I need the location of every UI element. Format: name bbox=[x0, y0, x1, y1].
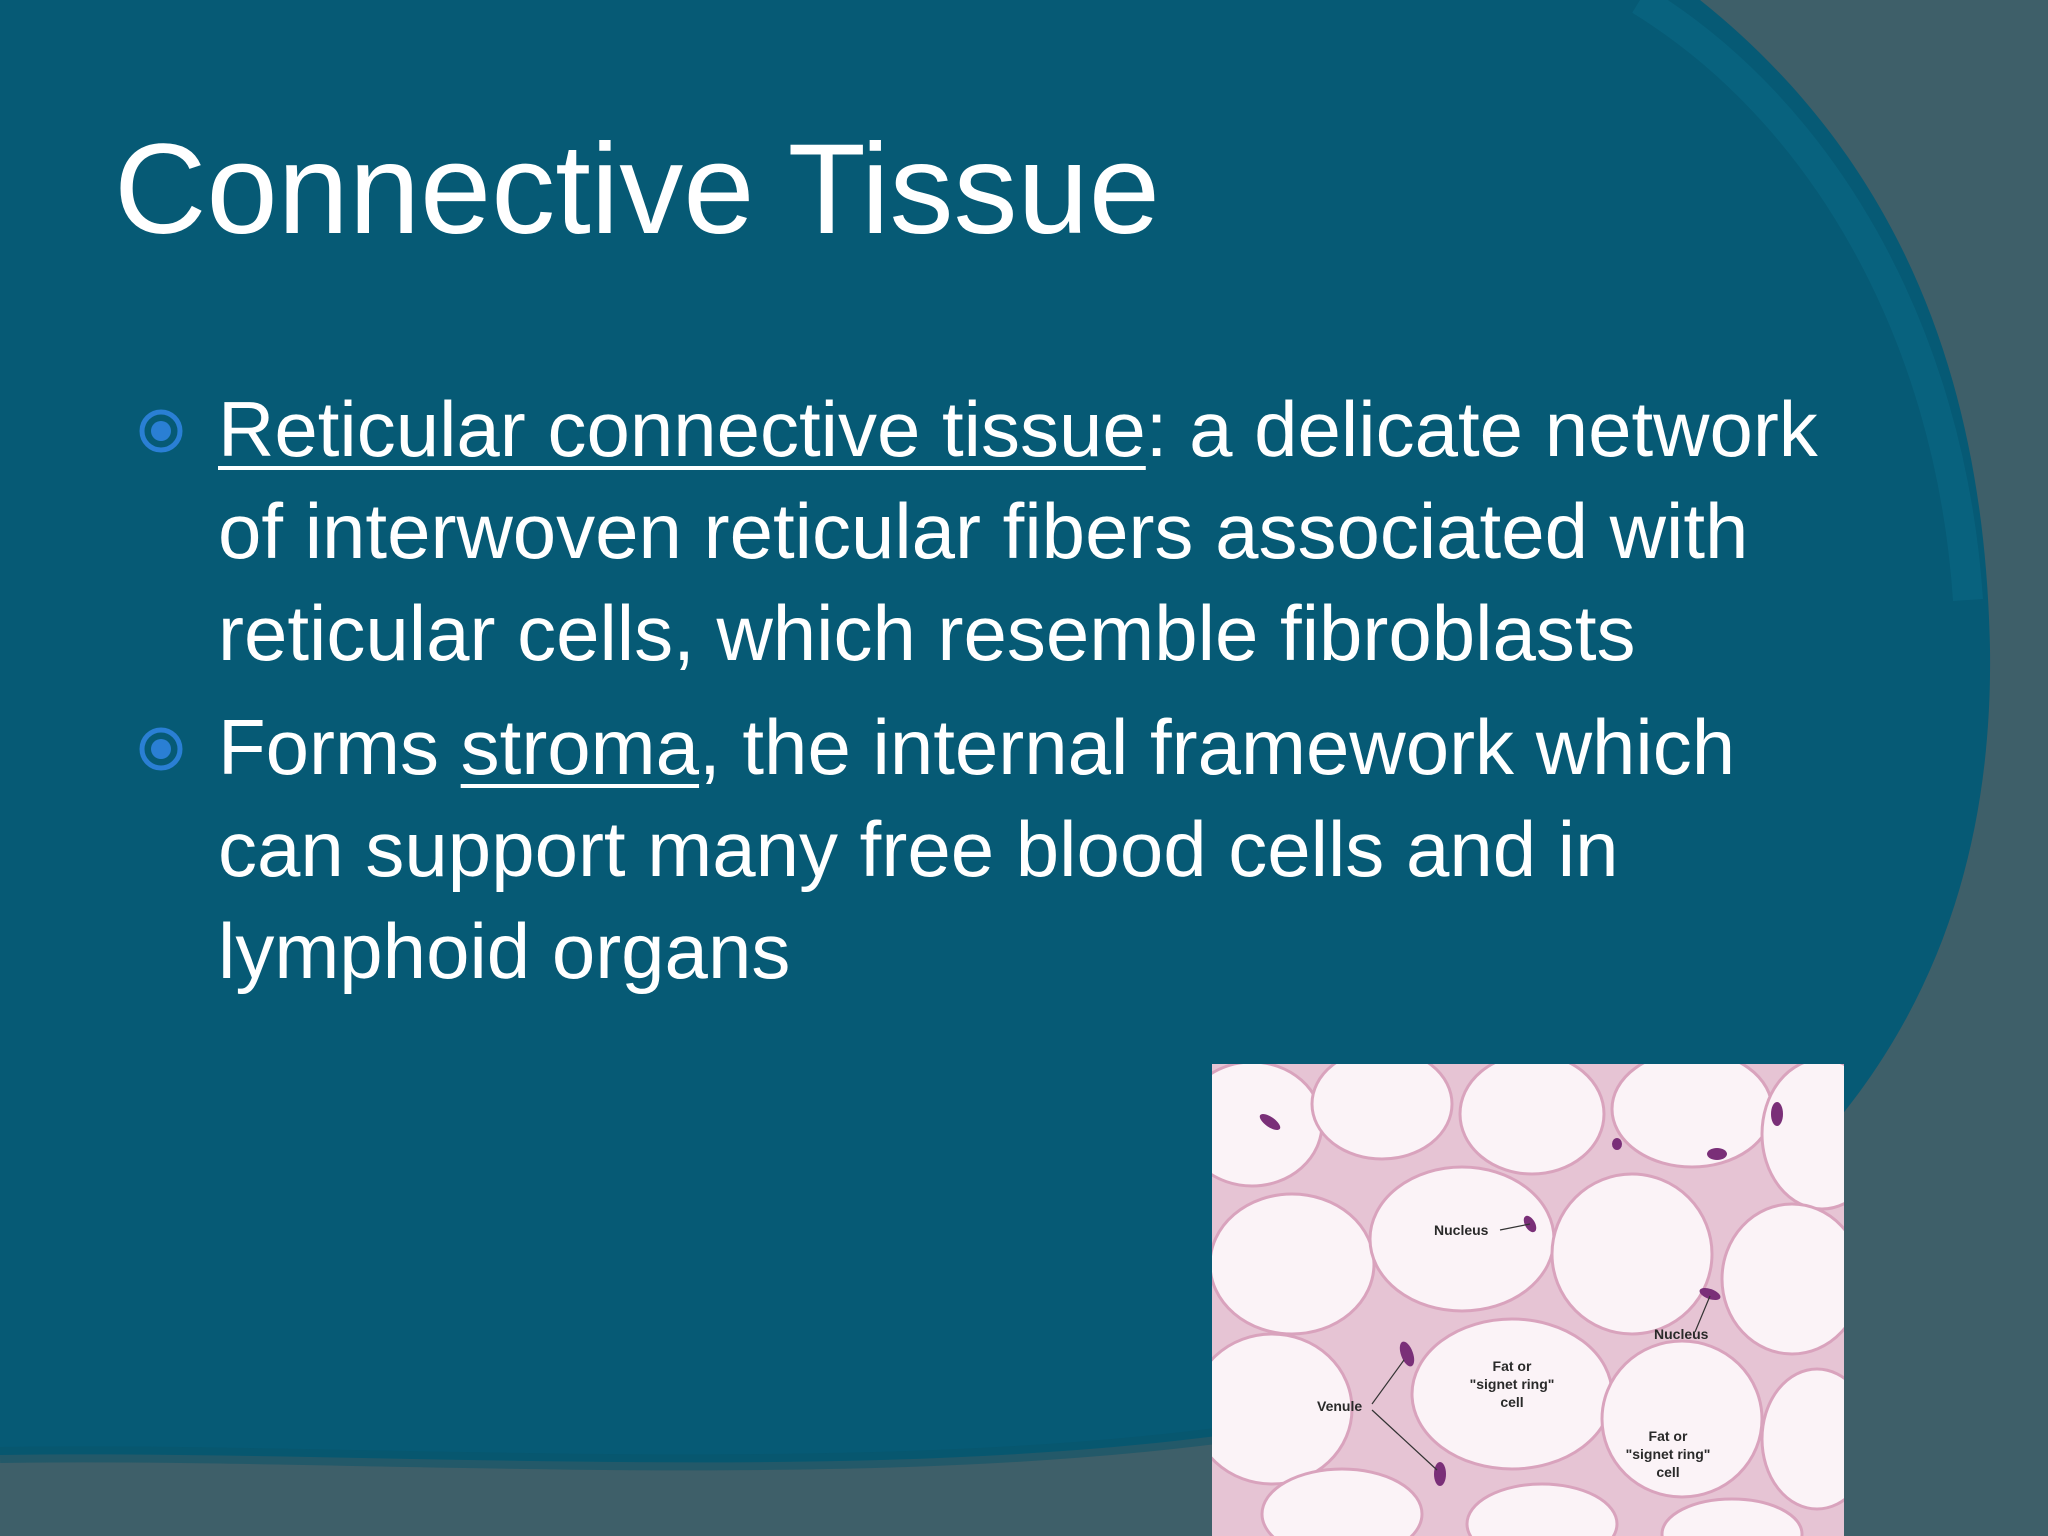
bullet-list: Reticular connective tissue: a delicate … bbox=[0, 378, 1838, 1014]
adipose-tissue-micrograph: Nucleus Nucleus Fat or "signet ring" cel… bbox=[1212, 1064, 1844, 1536]
term-reticular-connective-tissue: Reticular connective tissue bbox=[218, 385, 1146, 473]
target-bullet-icon bbox=[139, 727, 183, 771]
target-bullet-icon bbox=[139, 409, 183, 453]
label-fat-cell-center-line2: "signet ring" bbox=[1470, 1376, 1555, 1392]
bullet-item-stroma: Forms stroma, the internal framework whi… bbox=[0, 696, 1838, 1002]
label-venule: Venule bbox=[1317, 1398, 1362, 1414]
label-fat-cell-right-line1: Fat or bbox=[1649, 1428, 1688, 1444]
label-fat-cell-center-line1: Fat or bbox=[1493, 1358, 1532, 1374]
label-fat-cell-right-line2: "signet ring" bbox=[1626, 1446, 1711, 1462]
bullet-text: , the internal framework which can suppo… bbox=[218, 703, 1736, 995]
bullet-text: : a delicate network of interwoven retic… bbox=[218, 385, 1818, 677]
label-fat-cell-center-line3: cell bbox=[1500, 1394, 1523, 1410]
label-nucleus-top: Nucleus bbox=[1434, 1222, 1489, 1238]
slide-title: Connective Tissue bbox=[114, 118, 1160, 261]
term-stroma: stroma bbox=[460, 703, 700, 791]
bullet-item-reticular: Reticular connective tissue: a delicate … bbox=[0, 378, 1838, 684]
bullet-lead: Forms bbox=[218, 703, 461, 791]
label-nucleus-right: Nucleus bbox=[1654, 1326, 1709, 1342]
label-fat-cell-right-line3: cell bbox=[1656, 1464, 1679, 1480]
